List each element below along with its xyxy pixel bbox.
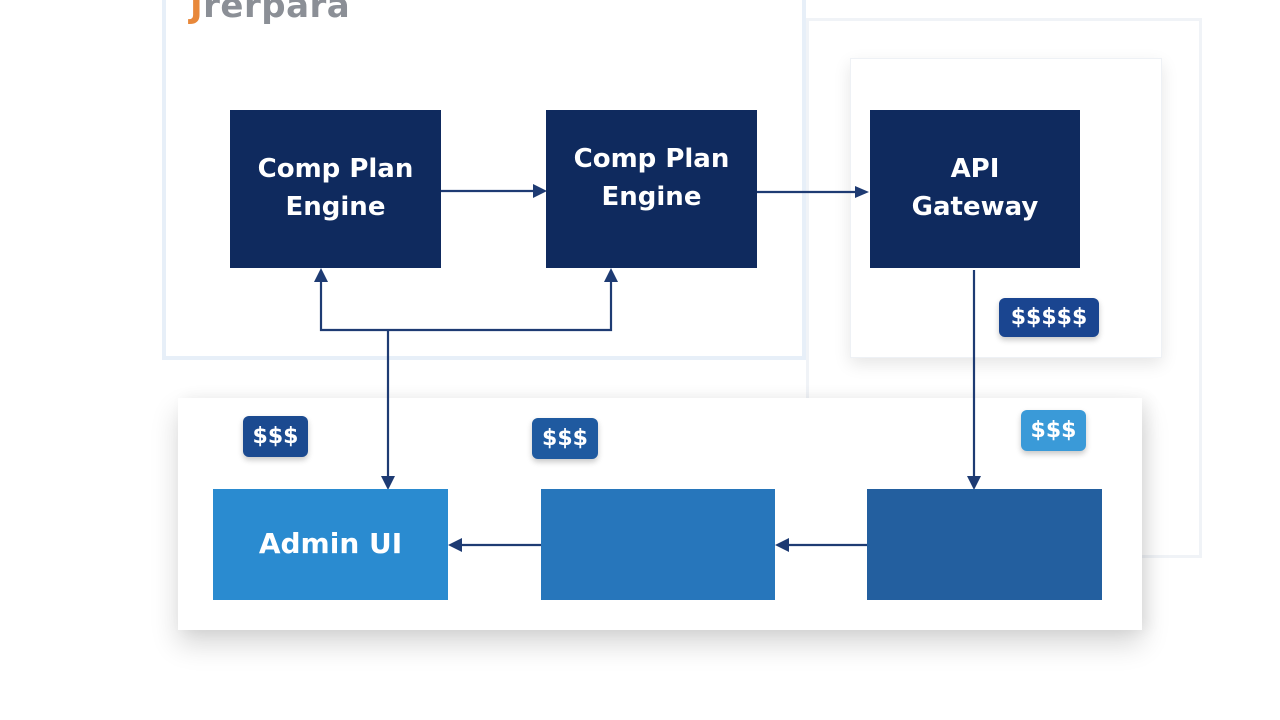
arrowhead-engine2-up [604, 268, 618, 282]
arrowhead-admin [448, 538, 462, 552]
middle-service-node [541, 489, 775, 600]
arrowhead-engine2 [533, 184, 547, 198]
arrowhead-engine1-up [314, 268, 328, 282]
logo-accent: J [190, 0, 204, 26]
right-service-node [867, 489, 1102, 600]
api-gateway-node: API Gateway [870, 110, 1080, 268]
cost-badge-admin: $$$ [243, 416, 308, 457]
arrowhead-gateway [855, 186, 869, 198]
arrowhead-right-down [967, 476, 981, 490]
cost-badge-right: $$$ [1021, 410, 1086, 451]
cost-badge-middle: $$$ [532, 418, 598, 459]
edge-feedback-bracket [319, 280, 613, 332]
logo: Jrerpara [190, 0, 350, 26]
arrowhead-admin-down [381, 476, 395, 490]
logo-text: rerpara [203, 0, 351, 26]
comp-plan-engine-node-1: Comp Plan Engine [230, 110, 441, 268]
admin-ui-node: Admin UI [213, 489, 448, 600]
arrowhead-middle [775, 538, 789, 552]
cost-badge-gateway: $$$$$ [999, 298, 1099, 337]
comp-plan-engine-node-2: Comp Plan Engine [546, 110, 757, 268]
